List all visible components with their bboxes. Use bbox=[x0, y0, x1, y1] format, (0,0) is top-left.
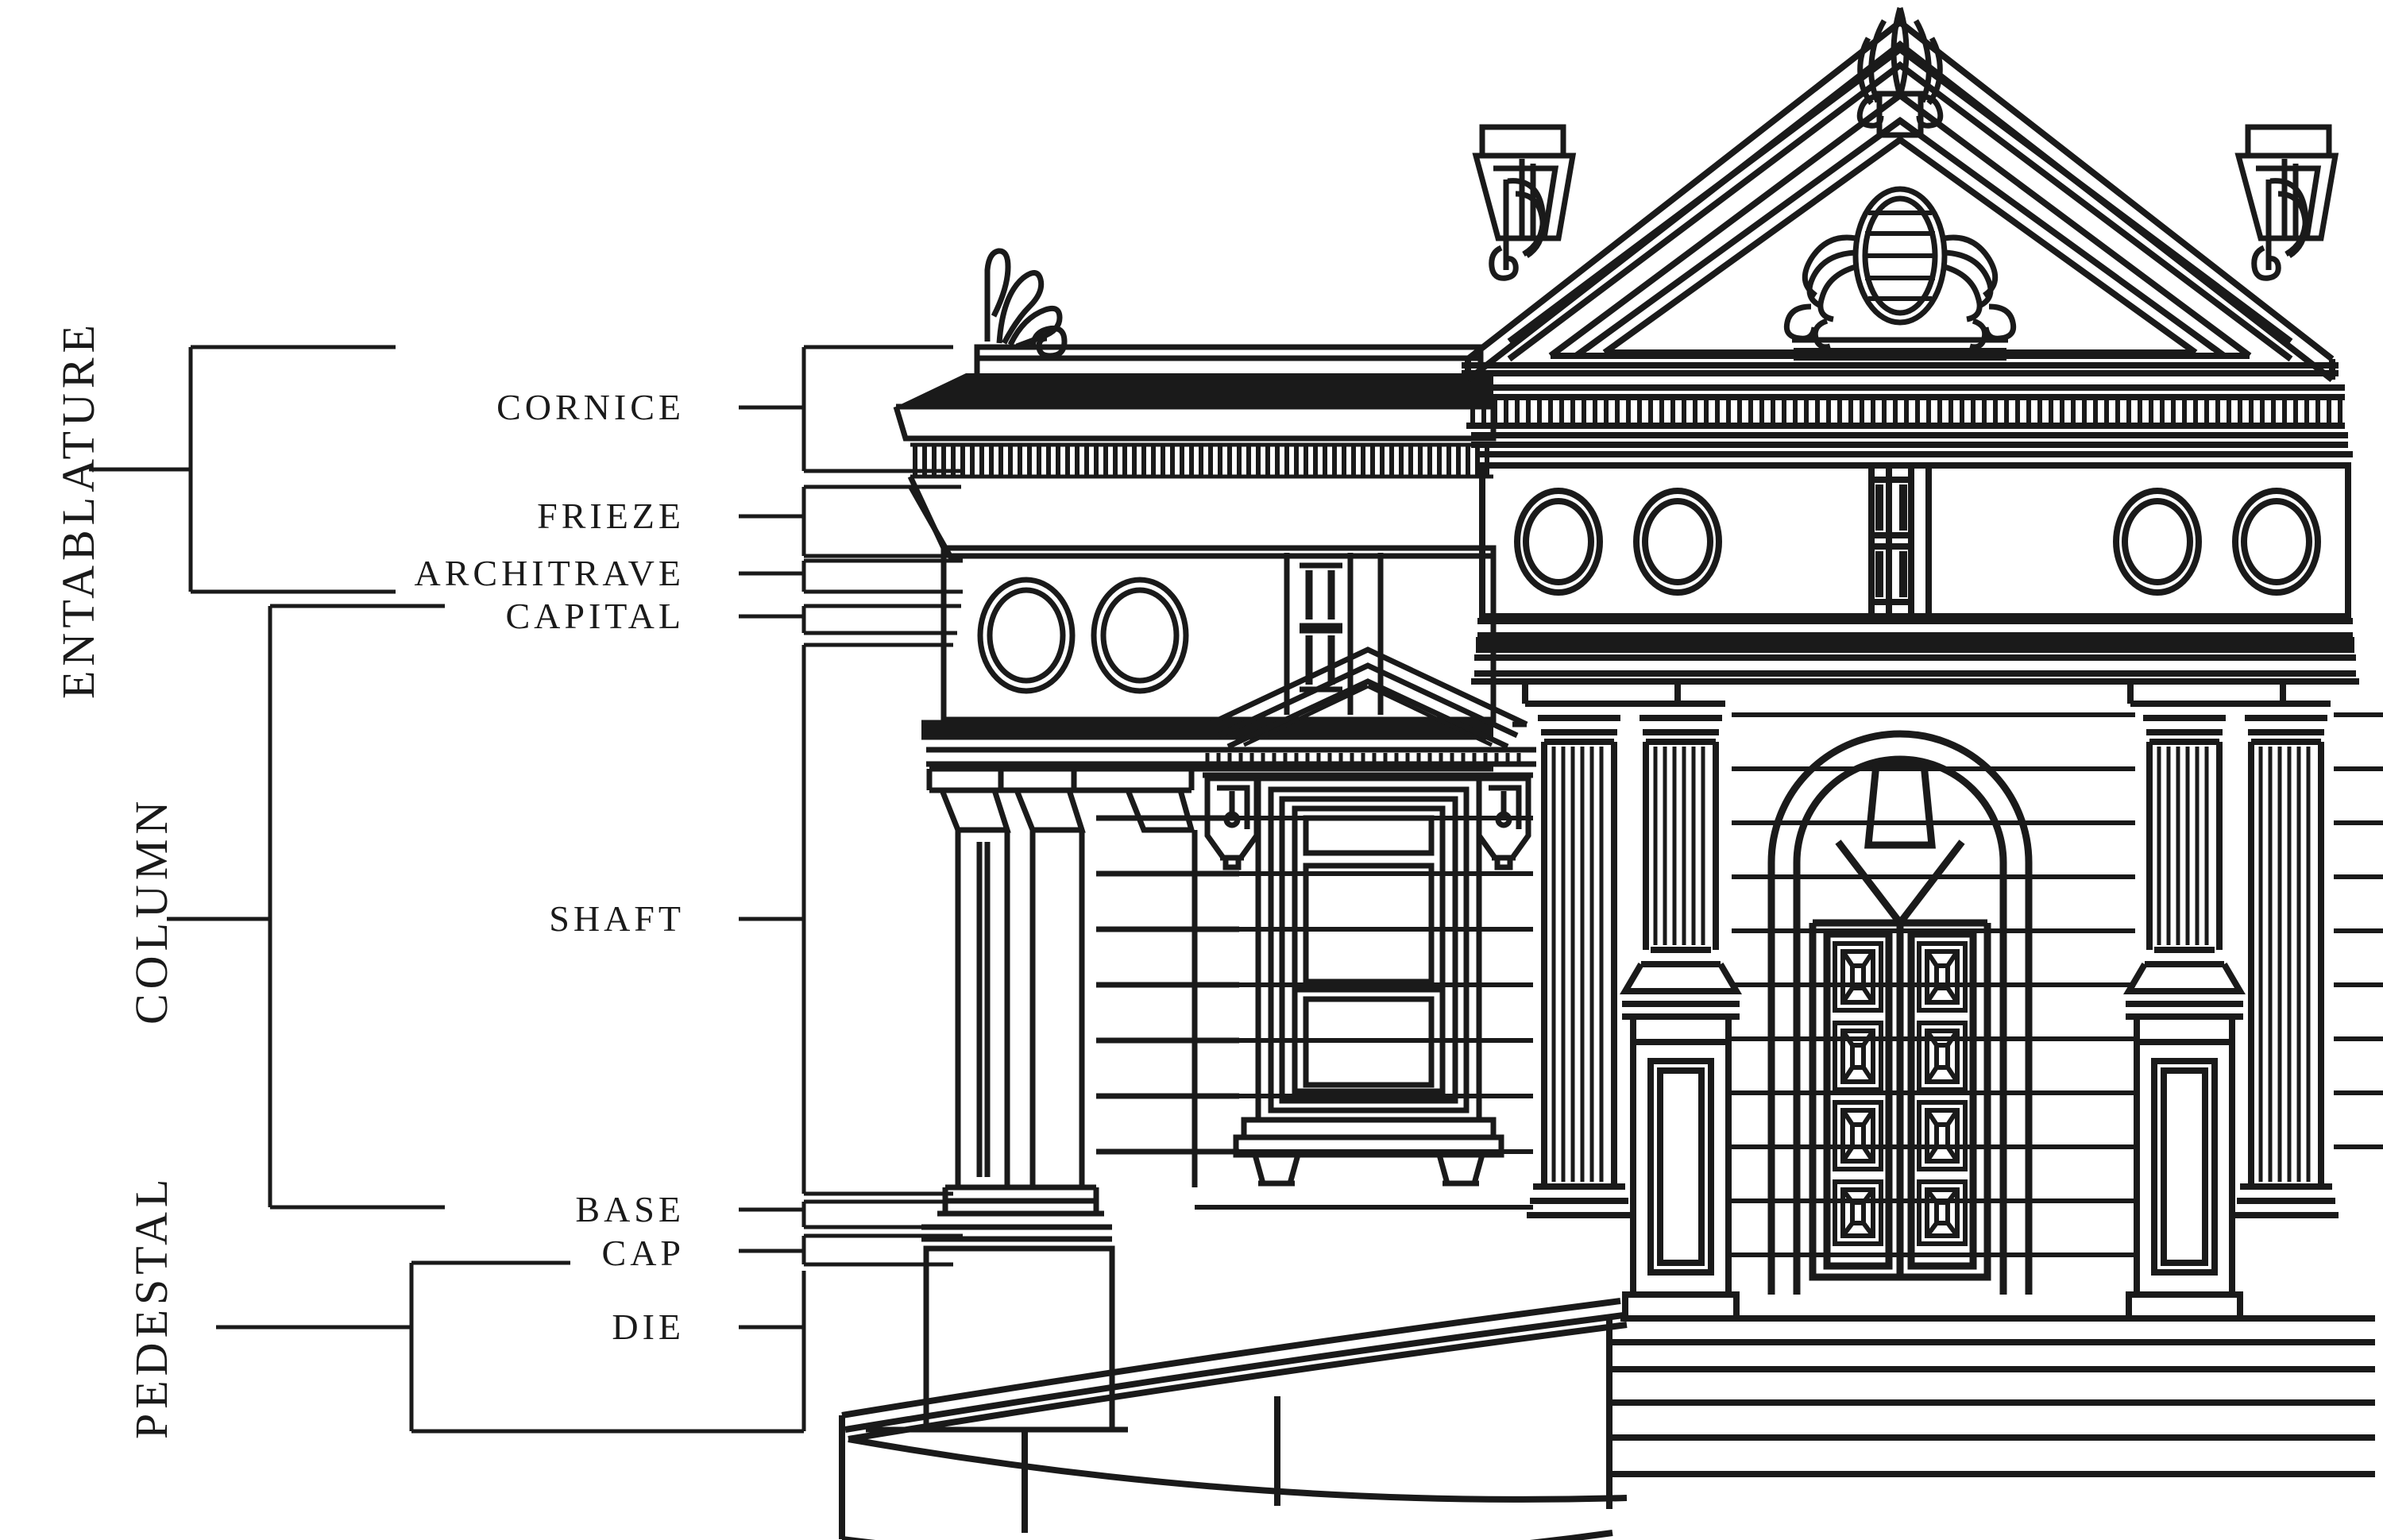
label-die: DIE bbox=[612, 1306, 685, 1347]
label-cap: CAP bbox=[601, 1233, 685, 1273]
left-corner-acroterion-icon bbox=[1472, 124, 1577, 281]
label-frieze: FRIEZE bbox=[537, 496, 685, 536]
column-1 bbox=[1527, 701, 1632, 1218]
anthemion-finial-icon bbox=[1856, 7, 1944, 138]
column-3 bbox=[2123, 701, 2246, 1322]
portico-elevation bbox=[1462, 7, 2383, 1509]
right-corner-acroterion-icon bbox=[2234, 124, 2339, 281]
label-cornice: CORNICE bbox=[496, 387, 685, 427]
portico-frieze bbox=[1477, 451, 2353, 619]
vertical-label-column: COLUMN bbox=[126, 796, 177, 1025]
oval-cartouche-ornament bbox=[1783, 186, 2017, 361]
vertical-label-pedestal: PEDESTAL bbox=[126, 1174, 177, 1439]
left-window bbox=[1199, 646, 1536, 1187]
label-architrave: ARCHITRAVE bbox=[414, 553, 685, 593]
left-wing-elevation bbox=[866, 248, 1536, 1433]
entrance-door bbox=[1767, 730, 2033, 1295]
leader-lines bbox=[89, 345, 963, 1434]
label-base: BASE bbox=[575, 1189, 685, 1229]
curved-stair bbox=[839, 1298, 1628, 1540]
vertical-label-entablature: ENTABLATURE bbox=[52, 320, 104, 699]
label-shaft: SHAFT bbox=[549, 898, 685, 939]
column-4 bbox=[2234, 701, 2339, 1218]
acanthus-acroterion-icon bbox=[984, 248, 1068, 359]
column-2 bbox=[1620, 701, 1742, 1322]
label-capital: CAPITAL bbox=[505, 596, 685, 636]
